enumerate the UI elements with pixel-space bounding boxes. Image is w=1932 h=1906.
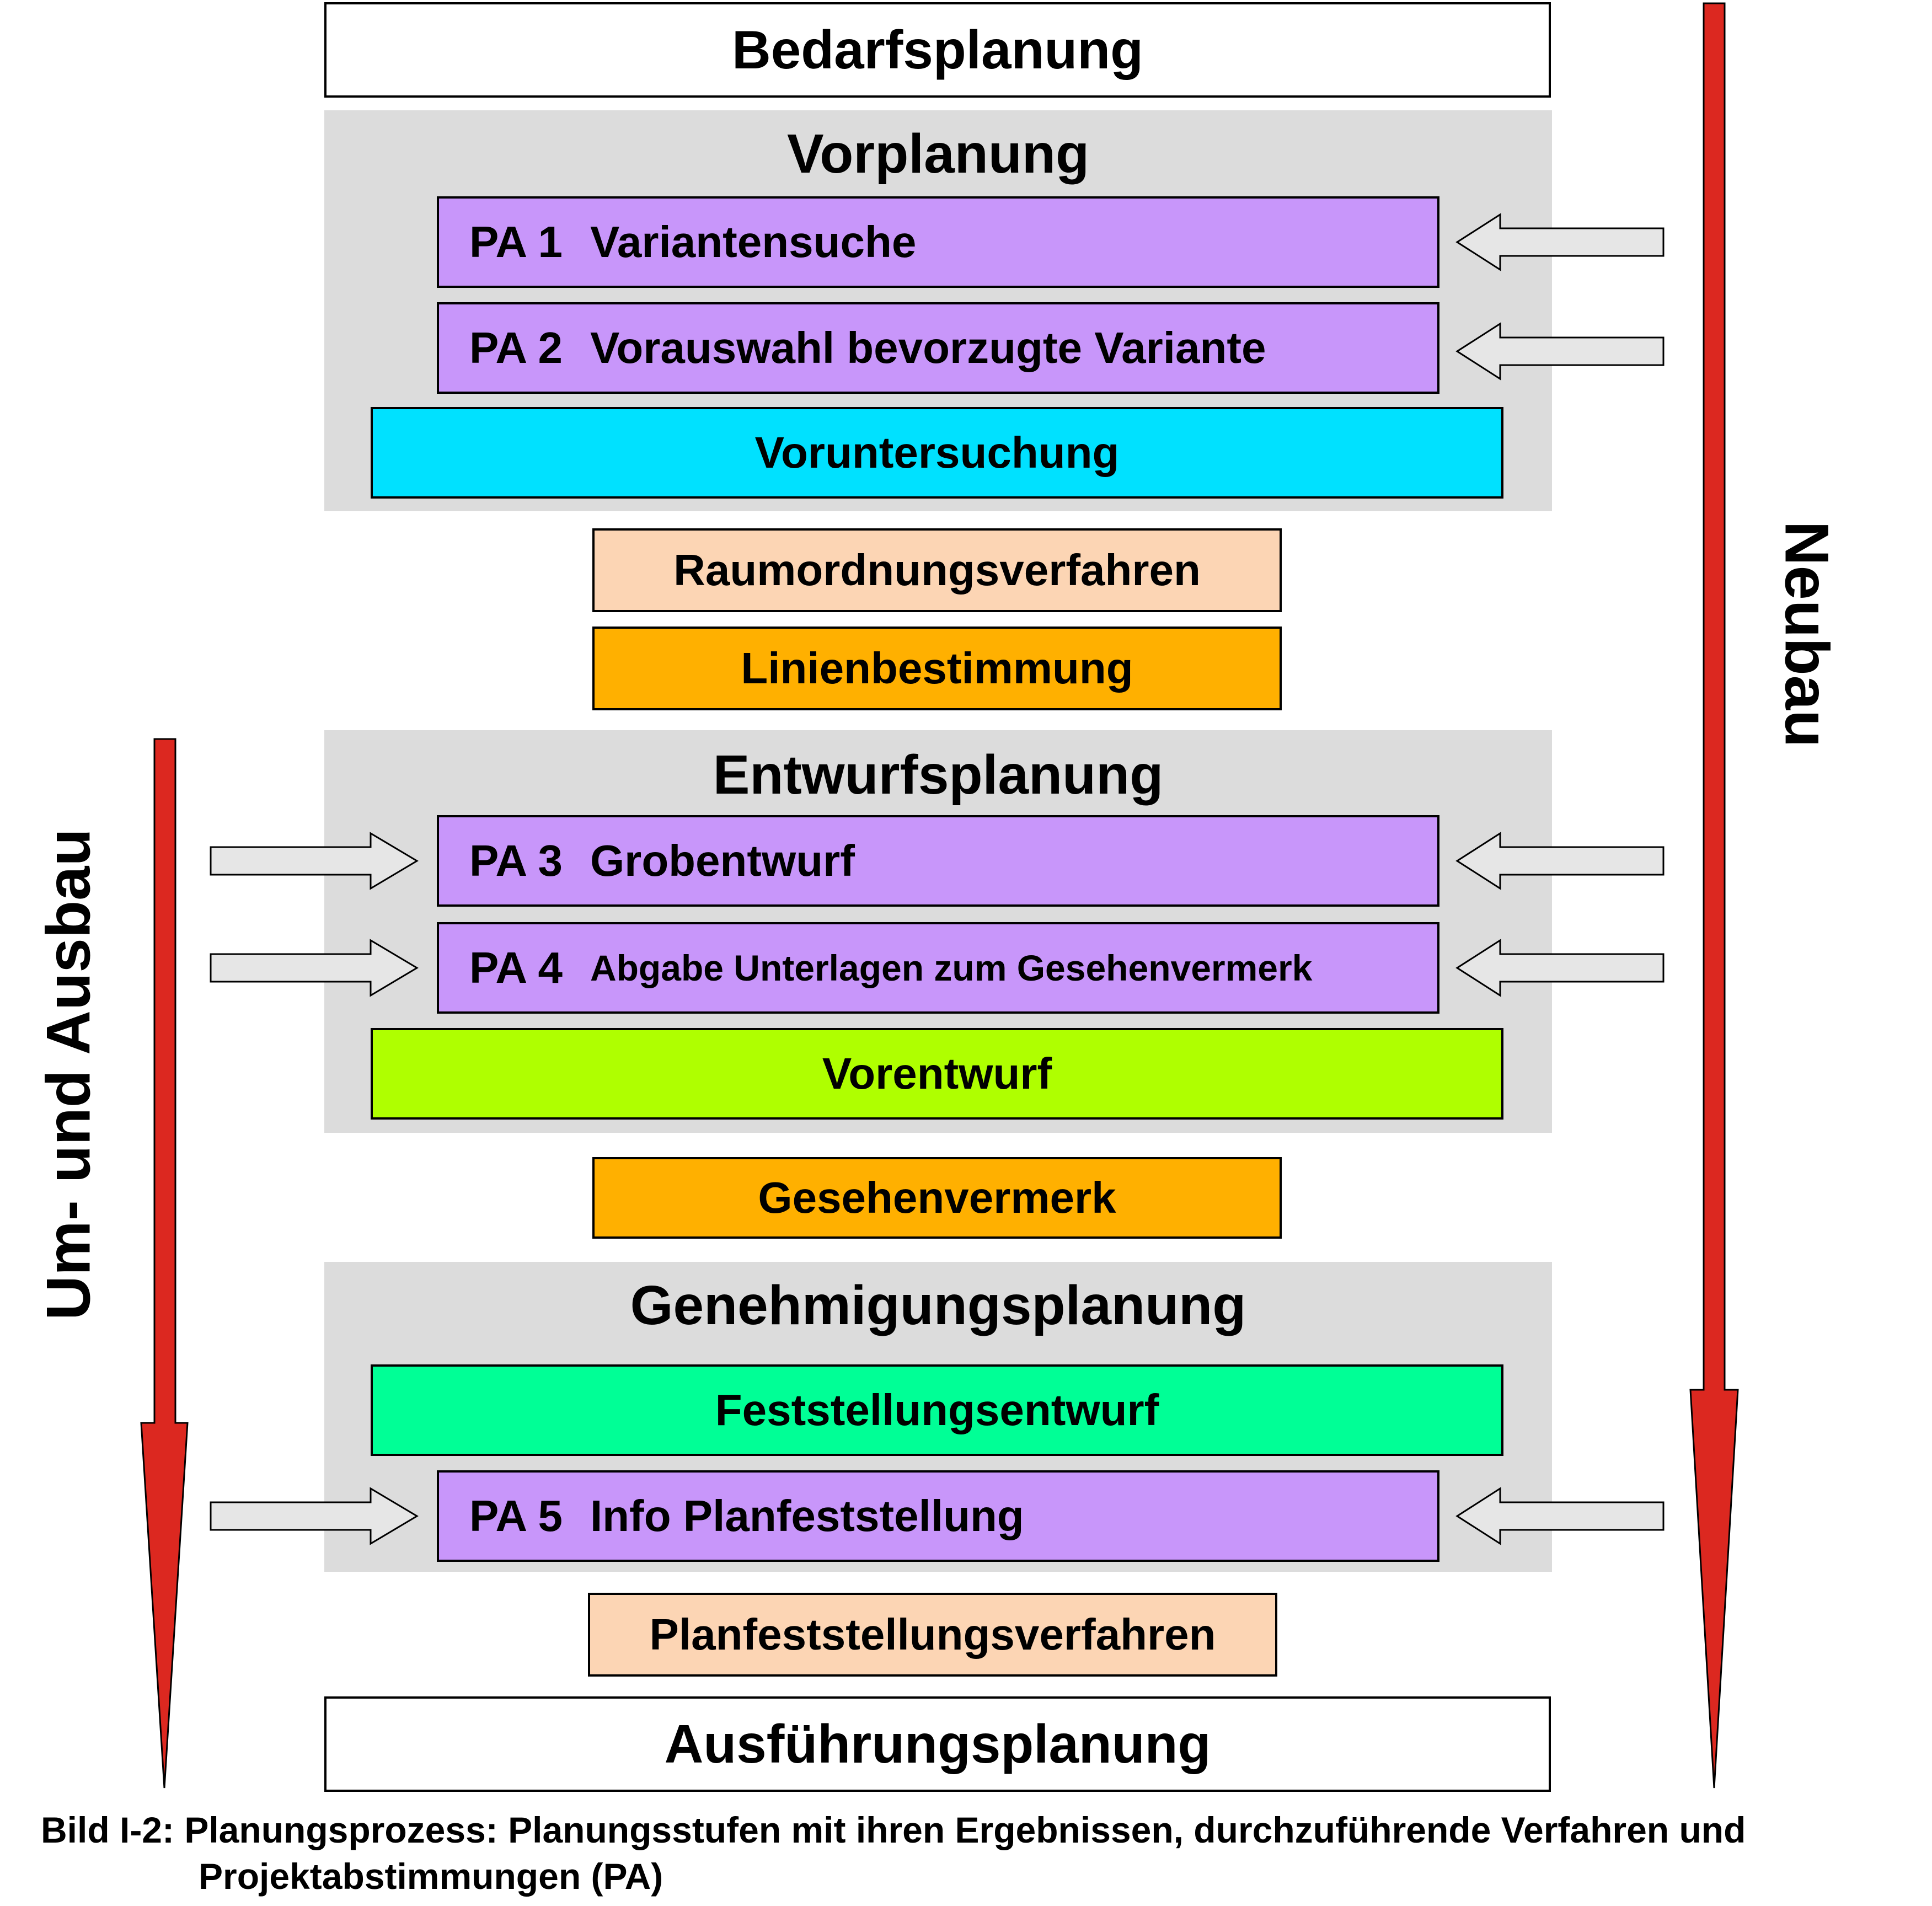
pa-1-number: PA 1 — [469, 217, 563, 266]
pa-5: PA 5 Info Planfeststellung — [437, 1470, 1439, 1562]
procedure-gesehenvermerk: Gesehenvermerk — [592, 1157, 1282, 1239]
result-voruntersuchung: Voruntersuchung — [371, 407, 1503, 499]
result-feststellungsentwurf-label: Feststellungsentwurf — [715, 1385, 1159, 1434]
pa-5-text: Info Planfeststellung — [590, 1491, 1024, 1540]
procedure-raumordnungsverfahren-label: Raumordnungsverfahren — [673, 545, 1201, 595]
pa-3-text: Grobentwurf — [590, 836, 855, 885]
panel-vorplanung-title: Vorplanung — [786, 123, 1090, 185]
neubau-arrow — [1689, 2, 1739, 1789]
umbau-arrow — [140, 738, 189, 1789]
stage-ausfuehrungsplanung: Ausführungsplanung — [324, 1696, 1551, 1792]
procedure-gesehenvermerk-label: Gesehenvermerk — [758, 1173, 1116, 1222]
pa-2: PA 2 Vorauswahl bevorzugte Variante — [437, 302, 1439, 394]
pa-3-right-arrow — [1455, 832, 1665, 890]
pa-4-text: Abgabe Unterlagen zum Gesehenvermerk — [590, 947, 1313, 988]
stage-bedarfsplanung-label: Bedarfsplanung — [732, 19, 1143, 80]
pa-1-text: Variantensuche — [590, 217, 917, 266]
pa-2-right-arrow — [1455, 322, 1665, 381]
procedure-planfeststellungsverfahren: Planfeststellungsverfahren — [588, 1593, 1277, 1677]
result-vorentwurf-label: Vorentwurf — [822, 1049, 1052, 1098]
caption-line-2: Projektabstimmungen (PA) — [199, 1856, 663, 1897]
pa-4-right-arrow — [1455, 939, 1665, 997]
pa-3: PA 3 Grobentwurf — [437, 815, 1439, 907]
procedure-raumordnungsverfahren: Raumordnungsverfahren — [592, 528, 1282, 612]
panel-entwurfsplanung-title: Entwurfsplanung — [713, 744, 1164, 806]
pa-5-right-arrow — [1455, 1487, 1665, 1545]
result-vorentwurf: Vorentwurf — [371, 1028, 1503, 1120]
pa-1-right-arrow — [1455, 213, 1665, 271]
pa-4: PA 4 Abgabe Unterlagen zum Gesehenvermer… — [437, 922, 1439, 1014]
panel-genehmigungsplanung-title: Genehmigungsplanung — [630, 1275, 1246, 1336]
pa-4-number: PA 4 — [469, 943, 563, 992]
stage-ausfuehrungsplanung-label: Ausführungsplanung — [664, 1714, 1211, 1774]
stage-bedarfsplanung: Bedarfsplanung — [324, 2, 1551, 98]
pa-1: PA 1 Variantensuche — [437, 196, 1439, 288]
pa-3-left-arrow — [210, 832, 419, 890]
result-voruntersuchung-label: Voruntersuchung — [754, 428, 1120, 477]
pa-5-left-arrow — [210, 1487, 419, 1545]
procedure-linienbestimmung: Linienbestimmung — [592, 627, 1282, 710]
caption-line-1: Bild I-2: Planungsprozess: Planungsstufe… — [41, 1809, 1746, 1850]
pa-2-text: Vorauswahl bevorzugte Variante — [590, 323, 1266, 372]
pa-4-left-arrow — [210, 939, 419, 997]
figure-caption: Bild I-2: Planungsprozess: Planungsstufe… — [41, 1807, 1927, 1899]
result-feststellungsentwurf: Feststellungsentwurf — [371, 1364, 1503, 1456]
label-um-und-ausbau: Um- und Ausbau — [34, 828, 103, 1320]
procedure-linienbestimmung-label: Linienbestimmung — [741, 644, 1133, 693]
pa-2-number: PA 2 — [469, 323, 563, 372]
label-neubau: Neubau — [1772, 521, 1842, 748]
pa-3-number: PA 3 — [469, 836, 563, 885]
pa-5-number: PA 5 — [469, 1491, 563, 1540]
procedure-planfeststellungsverfahren-label: Planfeststellungsverfahren — [649, 1610, 1216, 1659]
